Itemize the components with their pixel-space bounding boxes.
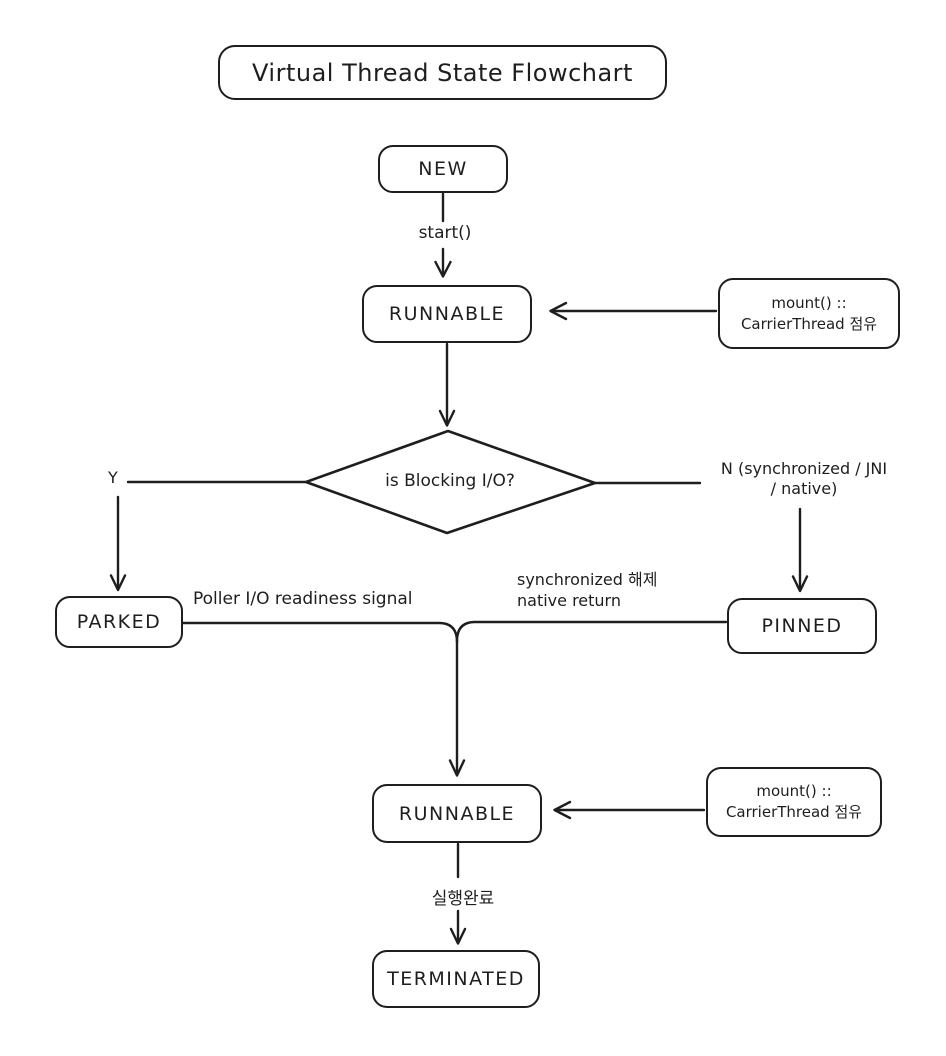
edge-label-complete: 실행완료 — [431, 889, 495, 909]
arrowhead-down-decision — [438, 409, 456, 427]
arrowhead-left-runnable-bottom — [553, 800, 572, 820]
edge-label-unpin-line1: synchronized 해제 — [517, 570, 658, 589]
note-mount-bottom-line2: CarrierThread 점유 — [725, 803, 863, 821]
edge-label-no-line1: N (synchronized / JNI — [720, 459, 888, 478]
node-parked-label: PARKED — [76, 611, 162, 633]
arrowhead-left-runnable-top — [549, 301, 568, 321]
edge-pinned-to-merge — [455, 620, 728, 643]
edge-label-unpin-line2: native return — [517, 591, 621, 610]
arrowhead-down-terminated — [449, 927, 467, 945]
note-mount-bottom-line1: mount() :: — [756, 782, 832, 800]
node-new: NEW — [378, 145, 508, 193]
note-mount-bottom: mount() :: CarrierThread 점유 — [706, 767, 882, 837]
node-pinned: PINNED — [727, 598, 877, 654]
edge-label-unpin: synchronized 해제 native return — [517, 569, 657, 611]
edge-label-no-line2: / native) — [770, 479, 838, 498]
note-mount-top-line2: CarrierThread 점유 — [740, 314, 878, 333]
node-runnable-top: RUNNABLE — [362, 285, 532, 343]
node-terminated-label: TERMINATED — [387, 968, 525, 990]
arrowhead-down-runnable-bottom — [448, 759, 466, 777]
edge-label-no: N (synchronized / JNI / native) — [698, 459, 910, 499]
node-runnable-bottom-label: RUNNABLE — [398, 802, 516, 825]
arrowhead-down-runnable-top — [434, 260, 452, 278]
arrowhead-down-pinned — [791, 575, 809, 593]
node-runnable-top-label: RUNNABLE — [388, 303, 506, 325]
arrowhead-down-parked — [109, 574, 127, 592]
edge-label-start: start() — [418, 223, 472, 243]
node-new-label: NEW — [418, 158, 468, 180]
node-runnable-bottom: RUNNABLE — [372, 784, 542, 843]
node-pinned-label: PINNED — [761, 615, 843, 637]
edge-parked-to-merge — [181, 621, 459, 644]
node-parked: PARKED — [55, 596, 183, 648]
node-terminated: TERMINATED — [372, 950, 540, 1008]
title-box: Virtual Thread State Flowchart — [218, 45, 667, 100]
node-decision-label: is Blocking I/O? — [385, 471, 515, 491]
note-mount-top: mount() :: CarrierThread 점유 — [718, 278, 900, 349]
page-title: Virtual Thread State Flowchart — [252, 58, 633, 87]
note-mount-top-line1: mount() :: — [771, 293, 847, 312]
edge-label-poller: Poller I/O readiness signal — [193, 589, 413, 609]
edge-label-yes: Y — [108, 468, 118, 487]
